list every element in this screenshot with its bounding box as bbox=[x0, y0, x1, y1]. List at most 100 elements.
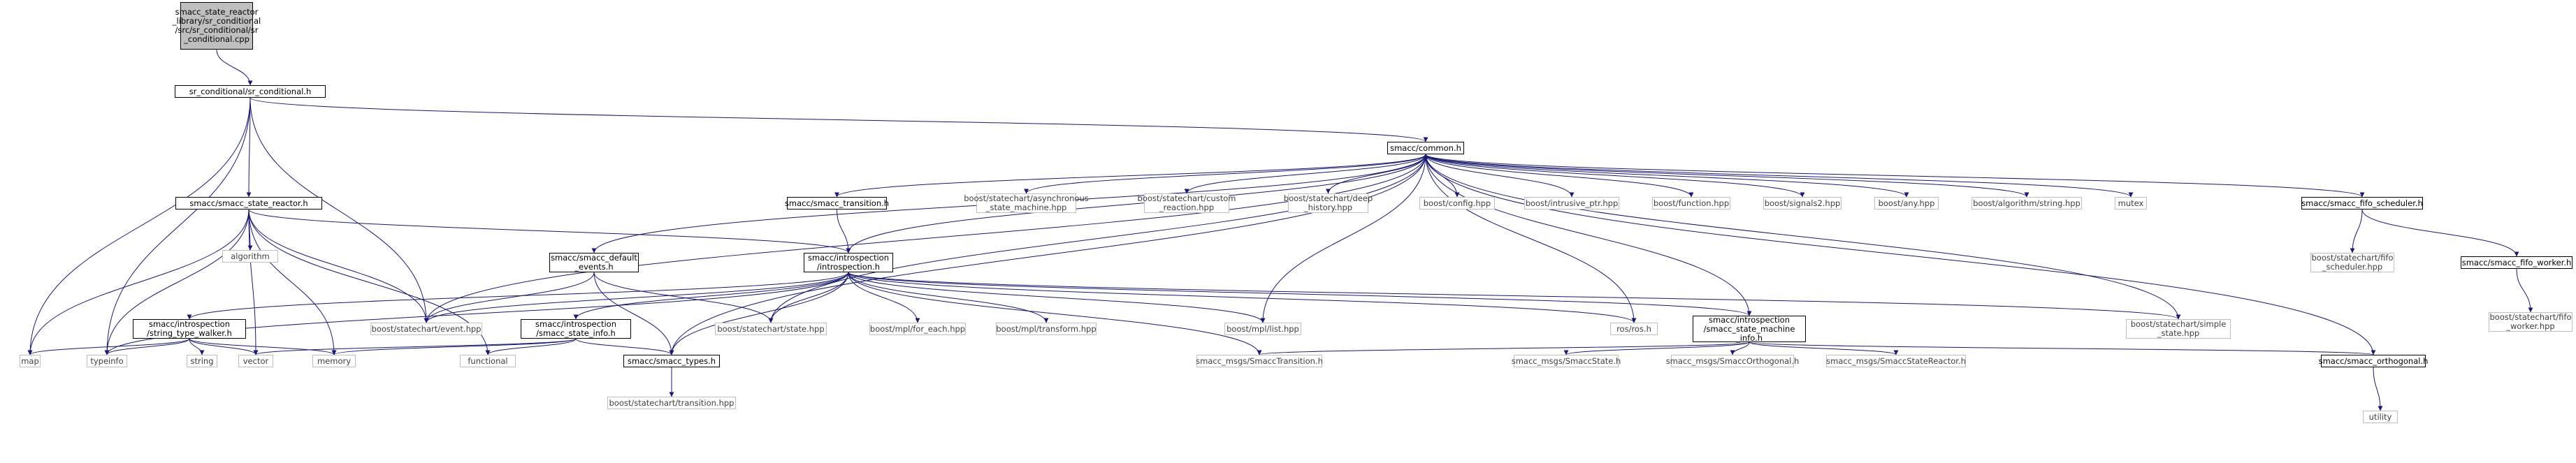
edge-sm_info_h-to-smacc_state_msg bbox=[1563, 341, 1750, 355]
node-custom-reaction: boost/statechart/custom _reaction.hpp bbox=[1137, 193, 1236, 213]
edge-state_info_h-to-functional bbox=[485, 338, 577, 355]
edge-sm_info_h-to-smacc_transition_msg bbox=[1257, 341, 1750, 355]
node-boost-signals2: boost/signals2.hpp bbox=[1763, 197, 1841, 210]
edge-state_reactor_h-to-introspection_h bbox=[248, 209, 851, 253]
edge-sm_info_h-to-smacc_orth_msg bbox=[1730, 341, 1750, 355]
node-map: map bbox=[20, 355, 41, 367]
edge-state_info_h-to-smacc_types_h bbox=[575, 338, 674, 355]
edge-sr_cond_h-to-typeinfo bbox=[104, 97, 251, 355]
node-statechart-transition: boost/statechart/transition.hpp bbox=[607, 397, 736, 409]
edge-common_h-to-mutex bbox=[1425, 154, 2134, 198]
node-smacc-msgs-state-reactor: smacc_msgs/SmaccStateReactor.h bbox=[1826, 355, 1966, 367]
node-mutex: mutex bbox=[2115, 197, 2147, 210]
edge-common_h-to-signals2 bbox=[1425, 154, 1805, 198]
node-smacc-fifo-scheduler-h[interactable]: smacc/smacc_fifo_scheduler.h bbox=[2301, 197, 2423, 210]
node-smacc-default-events-h[interactable]: smacc/smacc_default _events.h bbox=[549, 253, 639, 272]
edge-introspection_h-to-state_hpp bbox=[768, 272, 849, 323]
edge-introspection_h-to-string_type_walker_h bbox=[187, 272, 849, 320]
node-mpl-for-each: boost/mpl/for_each.hpp bbox=[869, 323, 966, 335]
node-smacc-common-h[interactable]: smacc/common.h bbox=[1387, 142, 1464, 154]
edge-string_type_walker_h-to-map bbox=[27, 338, 190, 355]
edge-introspection_h-to-state_info_h bbox=[573, 272, 849, 320]
node-smacc-orthogonal-h[interactable]: smacc/smacc_orthogonal.h bbox=[2319, 355, 2428, 367]
edge-common_h-to-fifo_scheduler_h bbox=[1425, 154, 2365, 198]
node-root-file[interactable]: smacc_state_reactor _library/sr_conditio… bbox=[173, 2, 261, 50]
edge-common_h-to-ros_h bbox=[1425, 154, 1637, 323]
node-introspection-h[interactable]: smacc/introspection /introspection.h bbox=[804, 253, 893, 272]
node-utility: utility bbox=[2363, 411, 2398, 423]
node-boost-any: boost/any.hpp bbox=[1874, 197, 1939, 210]
edge-introspection_h-to-typeinfo bbox=[104, 272, 849, 355]
node-boost-config: boost/config.hpp bbox=[1419, 197, 1495, 210]
edge-state_reactor_h-to-event_hpp bbox=[248, 209, 429, 323]
node-typeinfo: typeinfo bbox=[87, 355, 127, 367]
node-mpl-list: boost/mpl/list.hpp bbox=[1224, 323, 1301, 335]
edge-common_h-to-simple_state bbox=[1425, 154, 2181, 320]
node-functional: functional bbox=[460, 355, 516, 367]
edge-orthogonal_h-to-utility bbox=[2373, 367, 2383, 411]
node-ros-h: ros/ros.h bbox=[1610, 323, 1658, 335]
edge-common_h-to-introspection_h bbox=[846, 154, 1426, 253]
edge-state_info_h-to-memory bbox=[331, 338, 577, 355]
edge-introspection_h-to-mpl_list bbox=[848, 272, 1266, 323]
node-smacc-state-info-h[interactable]: smacc/introspection /smacc_state_info.h bbox=[521, 319, 631, 339]
edge-sr_cond_h-to-common_h bbox=[249, 97, 1428, 142]
edge-sr_cond_h-to-event_hpp bbox=[249, 97, 429, 323]
node-boost-intrusive-ptr: boost/intrusive_ptr.hpp bbox=[1524, 197, 1619, 210]
edge-default_events_h-to-smacc_types_h bbox=[593, 272, 674, 355]
node-smacc-fifo-worker-h[interactable]: smacc/smacc_fifo_worker.h bbox=[2461, 256, 2573, 269]
edge-common_h-to-function_hpp bbox=[1425, 154, 1694, 198]
edge-introspection_h-to-sm_info_h bbox=[848, 272, 1752, 316]
node-smacc-state-machine-info-h[interactable]: smacc/introspection /smacc_state_machine… bbox=[1693, 315, 1806, 342]
edge-common_h-to-smacc_types_h bbox=[669, 154, 1426, 355]
edge-string_type_walker_h-to-string bbox=[189, 338, 205, 355]
edge-sr_cond_h-to-state_reactor_h bbox=[246, 97, 252, 198]
edge-fifo_worker_h-to-bs_fifo_worker bbox=[2516, 268, 2533, 313]
node-vector: vector bbox=[238, 355, 273, 367]
edge-orthogonal_h-to-common_h bbox=[1423, 154, 2374, 355]
edge-common_h-to-custom_reaction bbox=[1184, 154, 1426, 194]
node-statechart-fifo-scheduler: boost/statechart/fifo _scheduler.hpp bbox=[2310, 253, 2394, 272]
edge-common_h-to-intrusive_ptr bbox=[1425, 154, 1575, 198]
node-algorithm: algorithm bbox=[222, 250, 278, 263]
edge-default_events_h-to-state_hpp bbox=[593, 272, 774, 323]
edge-state_reactor_h-to-typeinfo bbox=[104, 209, 249, 355]
edge-transition_h-to-introspection_h bbox=[837, 209, 851, 253]
edge-introspection_h-to-for_each bbox=[848, 272, 920, 323]
node-smacc-types-h[interactable]: smacc/smacc_types.h bbox=[623, 355, 720, 367]
edge-string_type_walker_h-to-typeinfo bbox=[104, 338, 190, 355]
edge-default_events_h-to-event_hpp bbox=[424, 272, 595, 323]
edge-introspection_h-to-smacc_transition_msg bbox=[848, 272, 1262, 355]
edge-root-to-sr_cond_h bbox=[216, 49, 253, 86]
node-smacc-msgs-transition: smacc_msgs/SmaccTransition.h bbox=[1196, 355, 1323, 367]
node-statechart-simple-state: boost/statechart/simple _state.hpp bbox=[2126, 319, 2231, 339]
node-boost-algorithm-string: boost/algorithm/string.hpp bbox=[1971, 197, 2082, 210]
edge-fifo_scheduler_h-to-fifo_worker_h bbox=[2361, 209, 2519, 257]
node-smacc-msgs-orthogonal: smacc_msgs/SmaccOrthogonal.h bbox=[1666, 355, 1799, 367]
node-statechart-event: boost/statechart/event.hpp bbox=[370, 323, 482, 335]
node-smacc-state-reactor-h[interactable]: smacc/smacc_state_reactor.h bbox=[175, 197, 322, 210]
node-string-type-walker-h[interactable]: smacc/introspection /string_type_walker.… bbox=[133, 319, 246, 339]
edge-introspection_h-to-smacc_types_h bbox=[669, 272, 849, 355]
node-smacc-msgs-state: smacc_msgs/SmaccState.h bbox=[1512, 355, 1621, 367]
edge-introspection_h-to-ros_h bbox=[848, 272, 1637, 323]
edge-common_h-to-async_sm bbox=[1024, 154, 1426, 194]
edge-introspection_h-to-transform bbox=[848, 272, 1049, 323]
edge-introspection_h-to-event_hpp bbox=[424, 272, 849, 323]
edge-string_type_walker_h-to-memory bbox=[189, 338, 337, 355]
edge-string_type_walker_h-to-vector bbox=[189, 338, 259, 355]
node-sr-conditional-h[interactable]: sr_conditional/sr_conditional.h bbox=[175, 85, 326, 98]
node-deep-history: boost/statechart/deep _history.hpp bbox=[1283, 193, 1373, 213]
node-string: string bbox=[187, 355, 217, 367]
node-boost-function: boost/function.hpp bbox=[1652, 197, 1730, 210]
edge-introspection_h-to-simple_state bbox=[848, 272, 2181, 320]
edge-sr_cond_h-to-map bbox=[27, 97, 251, 355]
node-smacc-transition-h[interactable]: smacc/smacc_transition.h bbox=[785, 197, 889, 210]
edge-state_reactor_h-to-map bbox=[27, 209, 249, 355]
edge-sm_info_h-to-common_h bbox=[1423, 154, 1750, 316]
edge-sm_info_h-to-orthogonal_h bbox=[1749, 341, 2375, 355]
node-mpl-transform: boost/mpl/transform.hpp bbox=[996, 323, 1097, 335]
edge-common_h-to-event_hpp bbox=[424, 154, 1426, 323]
